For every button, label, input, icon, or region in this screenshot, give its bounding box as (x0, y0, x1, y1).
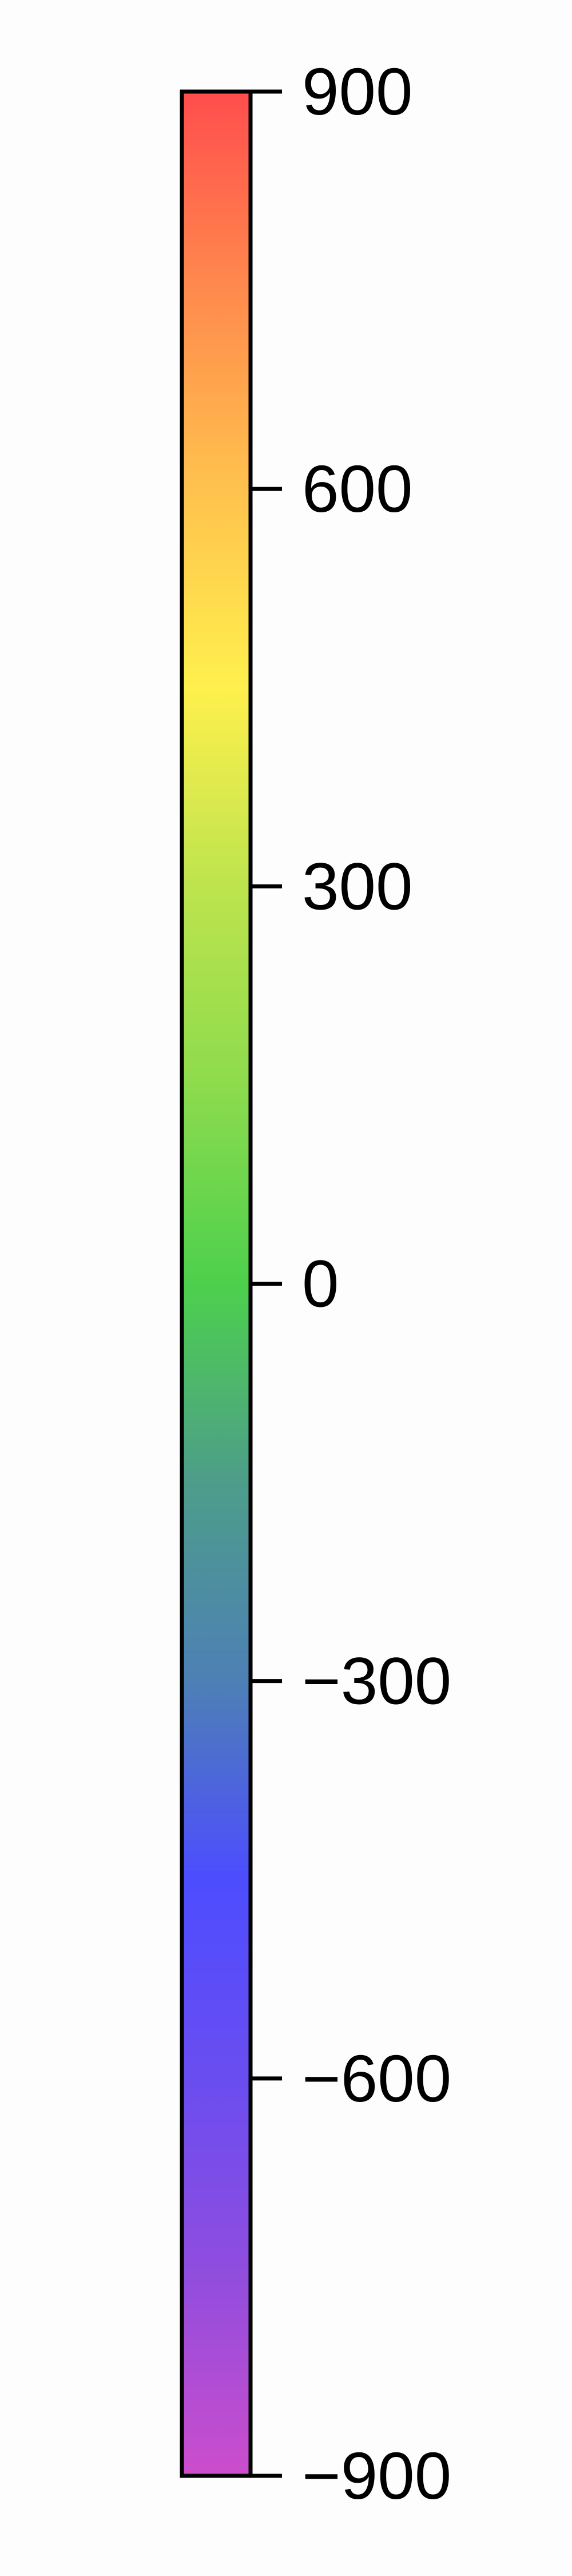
tick-label: −900 (302, 2439, 451, 2513)
tick-label: 900 (302, 54, 413, 129)
tick-label: −300 (302, 1644, 451, 1718)
colorbar-ticks: 900 600 300 0 −300 −600 −900 (251, 54, 451, 2513)
colorbar-frame (180, 89, 253, 2478)
colorbar-fill (182, 92, 251, 2476)
tick-label: 600 (302, 452, 413, 526)
tick-label: 0 (302, 1247, 339, 1321)
tick-label: −600 (302, 2041, 451, 2116)
tick-label: 300 (302, 849, 413, 923)
